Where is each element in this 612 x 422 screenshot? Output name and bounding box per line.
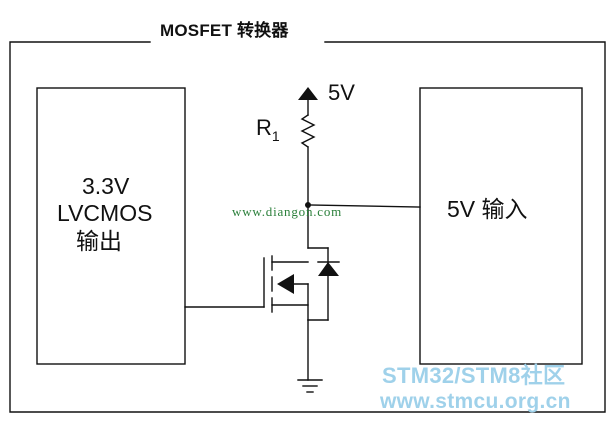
right-block-label: 5V 输入	[447, 196, 528, 222]
left-block-line3: 输出	[76, 228, 122, 254]
left-block-line2: LVCMOS	[57, 200, 153, 226]
outer-frame	[9, 41, 606, 413]
left-block	[36, 87, 186, 365]
supply-voltage-label: 5V	[328, 80, 355, 105]
right-block	[419, 87, 583, 365]
left-block-line1: 3.3V	[82, 173, 130, 199]
output-wire	[307, 204, 421, 208]
junction-dot	[305, 202, 311, 208]
community-watermark-title: STM32/STM8社区	[382, 363, 566, 388]
supply-arrow-icon	[298, 87, 318, 100]
resistor-label-letter: R	[256, 115, 272, 140]
diagram-watermark-url: www.diangon.com	[232, 204, 343, 219]
community-watermark-url: www.stmcu.org.cn	[380, 390, 571, 413]
resistor-r1	[300, 114, 316, 148]
resistor-label-subscript: 1	[271, 128, 280, 144]
diagram-title: MOSFET 转换器	[160, 21, 289, 40]
resistor-label: R1	[256, 115, 280, 144]
diode-triangle-icon	[318, 262, 339, 276]
body-arrow-icon	[277, 274, 294, 294]
